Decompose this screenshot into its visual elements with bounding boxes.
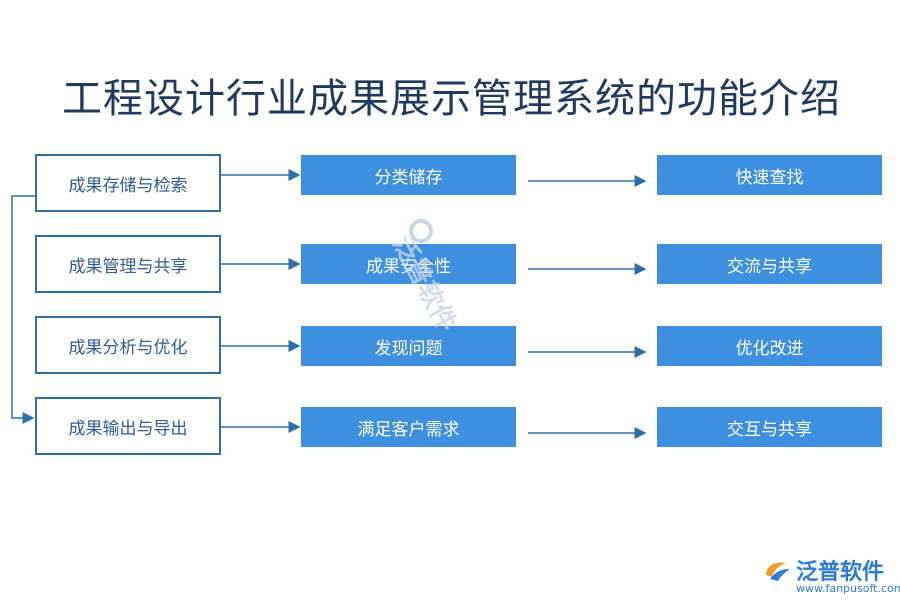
left-box-1: 成果存储与检索 — [35, 154, 221, 212]
bracket-line — [11, 195, 35, 424]
right-box-2: 交流与共享 — [657, 244, 882, 284]
watermark-logo-icon — [409, 219, 433, 243]
left-box-4: 成果输出与导出 — [35, 397, 221, 455]
brand-name: 泛普软件 — [796, 560, 885, 585]
mid-box-3: 发现问题 — [301, 326, 516, 366]
mid-box-1: 分类储存 — [301, 155, 516, 195]
mid-box-2: 成果安全性 — [301, 244, 516, 284]
brand-logo-icon — [766, 562, 790, 581]
page-title: 工程设计行业成果展示管理系统的功能介绍 — [62, 76, 841, 122]
brand-logo: 泛普软件 — [762, 554, 884, 586]
left-box-2: 成果管理与共享 — [35, 235, 221, 293]
left-box-3: 成果分析与优化 — [35, 316, 221, 374]
brand-url: www.fanpusoft.com — [796, 582, 900, 595]
right-box-1: 快速查找 — [657, 155, 882, 195]
mid-box-4: 满足客户需求 — [301, 407, 516, 447]
right-box-3: 优化改进 — [657, 326, 882, 366]
right-box-4: 交互与共享 — [657, 407, 882, 447]
